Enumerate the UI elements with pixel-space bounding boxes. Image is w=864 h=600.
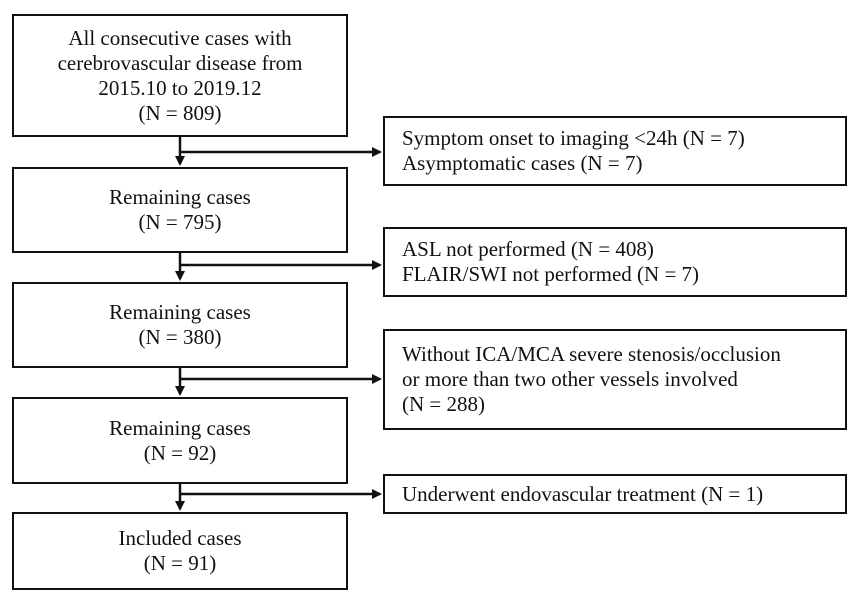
exclusion-box-2: ASL not performed (N = 408) FLAIR/SWI no… <box>383 227 847 297</box>
remaining-3-count: (N = 92) <box>143 440 217 465</box>
remaining-1-count: (N = 795) <box>138 210 222 234</box>
exclusion-1-line-2: Asymptomatic cases (N = 7) <box>402 151 643 175</box>
exclusion-2-line-1: ASL not performed (N = 408) <box>402 237 654 261</box>
start-line-4: (N = 809) <box>138 100 222 125</box>
exclusion-3-line-3: (N = 288) <box>402 392 485 416</box>
remaining-box-2: Remaining cases (N = 380) <box>12 282 348 368</box>
start-line-2: cerebrovascular disease from <box>57 50 303 75</box>
remaining-3-label: Remaining cases <box>109 415 251 440</box>
exclusion-1-line-1: Symptom onset to imaging <24h (N = 7) <box>402 126 745 150</box>
exclusion-3-line-2: or more than two other vessels involved <box>402 367 738 391</box>
exclusion-4-line-1: Underwent endovascular treatment (N = 1) <box>402 481 764 506</box>
included-box: Included cases (N = 91) <box>12 512 348 590</box>
exclusion-3-line-1: Without ICA/MCA severe stenosis/occlusio… <box>402 342 781 366</box>
exclusion-box-3: Without ICA/MCA severe stenosis/occlusio… <box>383 329 847 430</box>
remaining-box-3: Remaining cases (N = 92) <box>12 397 348 484</box>
exclusion-box-1: Symptom onset to imaging <24h (N = 7) As… <box>383 116 847 186</box>
remaining-box-1: Remaining cases (N = 795) <box>12 167 348 253</box>
exclusion-2-line-2: FLAIR/SWI not performed (N = 7) <box>402 262 700 286</box>
remaining-1-label: Remaining cases <box>109 185 251 209</box>
included-label: Included cases <box>118 526 242 550</box>
included-count: (N = 91) <box>143 551 217 575</box>
start-line-1: All consecutive cases with <box>68 25 292 50</box>
start-line-3: 2015.10 to 2019.12 <box>98 75 262 100</box>
start-box: All consecutive cases with cerebrovascul… <box>12 14 348 137</box>
remaining-2-count: (N = 380) <box>138 325 222 349</box>
exclusion-box-4: Underwent endovascular treatment (N = 1) <box>383 474 847 514</box>
remaining-2-label: Remaining cases <box>109 300 251 324</box>
